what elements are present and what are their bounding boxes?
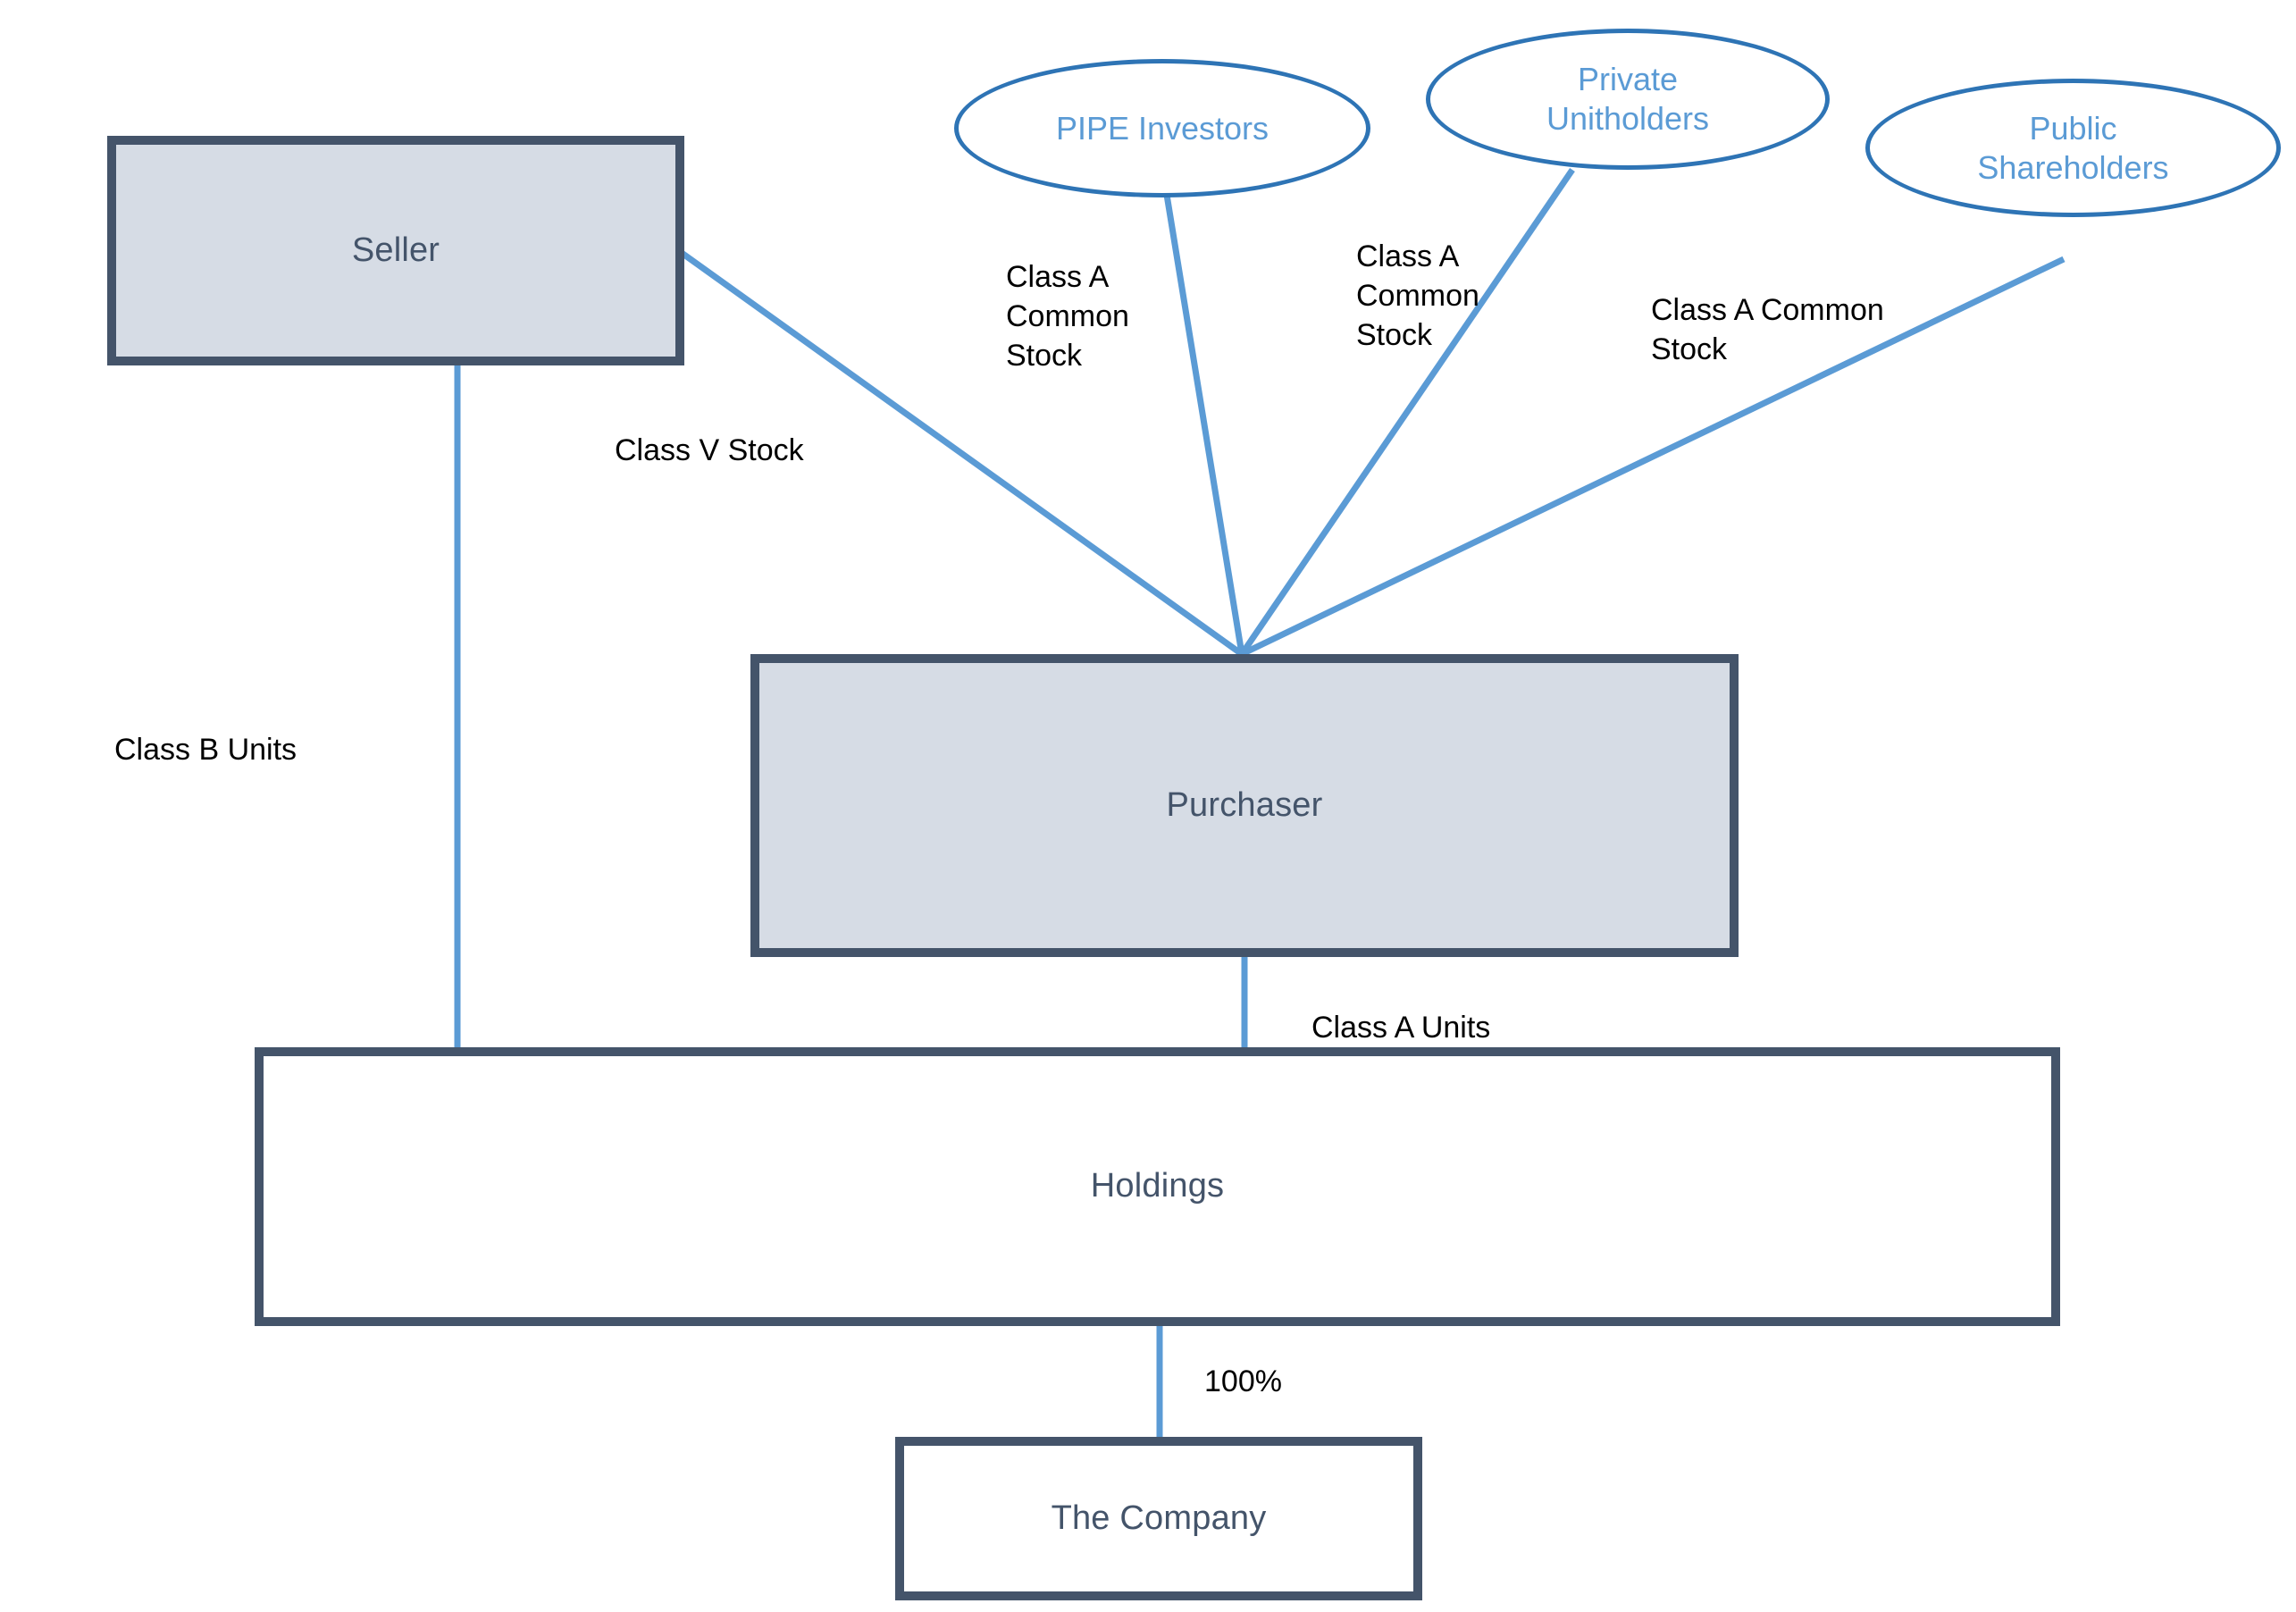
edge-label-private-class-a-common-stock: Class A Common Stock (1356, 239, 1479, 353)
node-private-unitholders[interactable]: Private Unitholders (1426, 29, 1830, 170)
node-private-unitholders-label: Private Unitholders (1546, 61, 1710, 137)
edge-label-pipe-class-a-common-stock: Class A Common Stock (1006, 260, 1129, 374)
connector-pipe-to-purchaser (1163, 194, 1245, 655)
edge-label-class-v-stock: Class V Stock (615, 433, 804, 467)
edge-label-public-class-a-common-stock: Class A Common Stock (1651, 293, 1884, 367)
node-seller-label: Seller (351, 231, 440, 269)
node-purchaser[interactable]: Purchaser (750, 654, 1739, 957)
node-seller[interactable]: Seller (107, 136, 684, 365)
edge-label-ownership-percent: 100% (1204, 1364, 1282, 1398)
node-the-company-label: The Company (1051, 1499, 1267, 1537)
edge-label-class-a-units: Class A Units (1311, 1011, 1491, 1045)
node-pipe-investors-label: PIPE Investors (1055, 109, 1270, 147)
node-holdings[interactable]: Holdings (255, 1047, 2060, 1326)
node-holdings-label: Holdings (1090, 1167, 1225, 1205)
node-the-company[interactable]: The Company (895, 1437, 1422, 1600)
node-pipe-investors[interactable]: PIPE Investors (954, 59, 1370, 197)
node-public-shareholders-label: Public Shareholders (1977, 109, 2169, 186)
node-purchaser-label: Purchaser (1166, 785, 1323, 824)
edge-label-class-b-units: Class B Units (114, 733, 297, 767)
node-public-shareholders[interactable]: Public Shareholders (1865, 79, 2281, 217)
